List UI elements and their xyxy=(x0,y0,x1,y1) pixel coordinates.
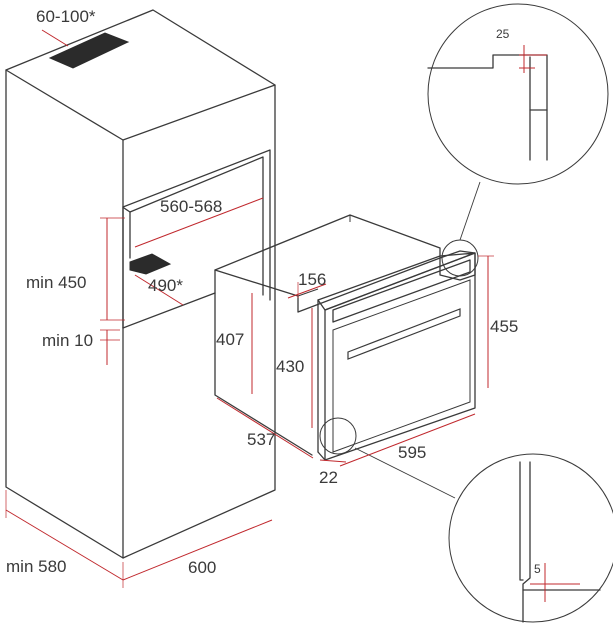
niche-outer xyxy=(122,149,271,301)
dim-vent-top-line xyxy=(41,29,69,47)
detail-bottom-circle xyxy=(448,453,613,623)
dim-cabinet-depth: min 580 xyxy=(5,490,124,581)
dim-niche-width-label: 560-568 xyxy=(160,197,222,216)
oven-front-bottom-corner xyxy=(317,451,326,461)
oven-door-window xyxy=(332,279,471,453)
dim-front-to-body: 156 xyxy=(287,270,327,299)
detail-bottom-leader xyxy=(354,447,456,499)
oven-step-line xyxy=(297,288,319,297)
detail-top: 25 xyxy=(427,3,609,277)
dim-front-offset: 22 xyxy=(319,459,347,487)
detail-top-leader xyxy=(459,181,481,241)
oven-left-face xyxy=(214,269,313,456)
detail-bottom: 5 xyxy=(319,417,613,623)
niche-corner xyxy=(123,207,131,213)
dim-front-offset-label: 22 xyxy=(319,468,338,487)
top-vent-opening xyxy=(48,32,130,69)
dim-front-to-body-label: 156 xyxy=(298,270,326,289)
dim-total-height-label: 455 xyxy=(490,317,518,336)
bottom-vent-opening xyxy=(129,253,172,275)
dim-cabinet-width: 600 xyxy=(122,519,273,588)
cabinet xyxy=(5,9,276,559)
oven-top-corner-block xyxy=(439,250,476,281)
oven-top-face xyxy=(214,214,441,313)
dim-niche-height-label: min 450 xyxy=(26,273,86,292)
dim-oven-height: 430 xyxy=(276,308,313,428)
dim-total-height: 455 xyxy=(478,255,518,388)
dim-front-offset-line xyxy=(319,459,347,463)
dim-cabinet-width-label: 600 xyxy=(188,558,216,577)
detail-top-profile xyxy=(427,54,548,161)
dim-oven-width: 595 xyxy=(339,413,476,467)
dim-oven-width-line xyxy=(339,413,476,467)
cabinet-niche xyxy=(122,149,271,329)
detail-top-label: 25 xyxy=(496,27,510,41)
detail-top-circle xyxy=(427,3,609,185)
cabinet-left-face xyxy=(5,69,124,559)
dim-niche-height: min 450 xyxy=(26,217,125,321)
dim-vent-top-label: 60-100* xyxy=(36,7,96,26)
detail-top-marker xyxy=(441,239,479,277)
dim-oven-width-label: 595 xyxy=(398,443,426,462)
dim-vent-depth-line xyxy=(134,274,184,306)
dim-cabinet-width-line xyxy=(122,519,273,581)
detail-top-inner xyxy=(529,56,548,111)
niche-inner-top xyxy=(129,156,264,296)
detail-bottom-inner xyxy=(522,461,531,623)
detail-bottom-marker xyxy=(319,417,357,455)
oven-front-panel-top xyxy=(317,252,476,311)
dim-vent-depth-label: 490* xyxy=(148,276,183,295)
dim-niche-width-line xyxy=(134,197,264,248)
dim-oven-depth-label: 537 xyxy=(247,430,275,449)
detail-bottom-profile xyxy=(519,461,524,581)
dim-body-height: 407 xyxy=(216,293,253,394)
dim-oven-height-label: 430 xyxy=(276,357,304,376)
cabinet-right-face xyxy=(122,84,276,559)
detail-bottom-label: 5 xyxy=(534,562,541,576)
dim-body-height-label: 407 xyxy=(216,330,244,349)
dim-min-gap: min 10 xyxy=(42,329,120,365)
dim-front-to-body-line xyxy=(287,283,327,299)
dim-min-gap-label: min 10 xyxy=(42,331,93,350)
dim-cabinet-depth-line xyxy=(5,509,124,581)
dim-oven-depth: 537 xyxy=(216,397,314,459)
oven-control-strip xyxy=(332,259,471,323)
dim-vent-depth: 490* xyxy=(134,274,184,306)
dim-cabinet-depth-label: min 580 xyxy=(6,557,66,576)
oven xyxy=(214,214,476,461)
dim-niche-width: 560-568 xyxy=(134,197,264,248)
dim-vent-top: 60-100* xyxy=(36,7,96,47)
oven-door-handle xyxy=(347,308,461,360)
cabinet-top-face xyxy=(5,9,276,141)
niche-bottom-edge xyxy=(122,292,216,329)
dim-oven-depth-line xyxy=(216,397,314,459)
